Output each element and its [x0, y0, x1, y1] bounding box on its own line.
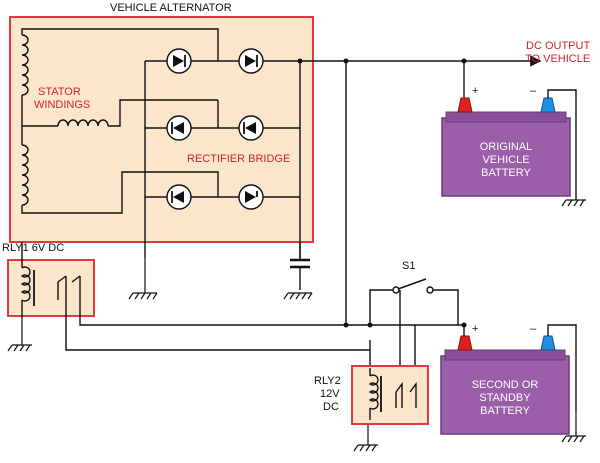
capacitor	[290, 242, 310, 290]
battery-original	[441, 111, 571, 197]
battery2-label-2: STANDBY	[479, 392, 531, 404]
diode	[166, 184, 192, 210]
relay-contacts	[57, 275, 370, 351]
rectifier-wiring	[144, 43, 301, 260]
diode	[238, 48, 264, 74]
battery1-negative-lead	[547, 89, 577, 200]
ground-symbol	[283, 292, 313, 300]
junction-dot	[367, 322, 373, 328]
battery-positive-terminal	[457, 97, 473, 113]
battery1-label-3: BATTERY	[481, 167, 531, 179]
junction-dot	[343, 58, 349, 64]
stator-coil-upper	[21, 34, 29, 96]
junction-dot	[461, 322, 467, 328]
battery1-label-1: ORIGINAL	[480, 141, 533, 153]
diode	[166, 48, 192, 74]
stator-coil-horizontal	[57, 119, 109, 127]
battery1-minus: –	[530, 85, 537, 97]
rly2-label-1: RLY2	[314, 375, 341, 387]
ground-symbol	[561, 199, 586, 207]
switch-s1[interactable]	[392, 278, 434, 294]
battery2-negative-lead	[547, 324, 577, 411]
relay-coil	[20, 242, 35, 318]
battery-positive-terminal	[457, 335, 473, 351]
relay-contacts	[395, 381, 417, 408]
battery1-plus: +	[472, 85, 478, 97]
battery2-label-3: BATTERY	[480, 405, 530, 417]
battery-standby	[440, 349, 570, 435]
battery2-label-1: SECOND OR	[472, 379, 539, 391]
rly1-label: RLY1 6V DC	[2, 242, 64, 254]
switch-label: S1	[402, 260, 415, 272]
battery-negative-terminal	[540, 335, 556, 351]
stator-label-1: STATOR	[38, 86, 81, 98]
relay-coil	[368, 368, 382, 420]
stator-coil-lower	[21, 144, 29, 206]
battery1-label-2: VEHICLE	[482, 154, 529, 166]
diode	[238, 184, 264, 210]
dc-output-line	[300, 55, 542, 325]
alternator-box	[9, 16, 314, 243]
diode	[238, 115, 264, 141]
ground-symbol	[7, 318, 32, 352]
rly2-label-2: 12V	[320, 388, 340, 400]
battery2-minus: –	[530, 323, 537, 335]
dc-output-label-1: DC OUTPUT	[526, 40, 590, 52]
diode	[166, 115, 192, 141]
rly2-label-3: DC	[323, 401, 339, 413]
relay-box	[7, 259, 95, 317]
battery-negative-terminal	[540, 97, 556, 113]
stator-wiring	[21, 28, 219, 214]
alternator-title: VEHICLE ALTERNATOR	[110, 2, 232, 14]
stator-label-2: WINDINGS	[34, 99, 90, 111]
junction-dot	[343, 322, 349, 328]
rectifier-label: RECTIFIER BRIDGE	[187, 153, 290, 165]
battery2-plus: +	[472, 323, 478, 335]
junction-dot	[461, 58, 467, 64]
dc-output-label-2: TO VEHICLE	[525, 53, 590, 65]
ground-symbol	[561, 411, 586, 443]
junction-dot	[297, 58, 303, 64]
ground-symbol	[128, 258, 158, 300]
